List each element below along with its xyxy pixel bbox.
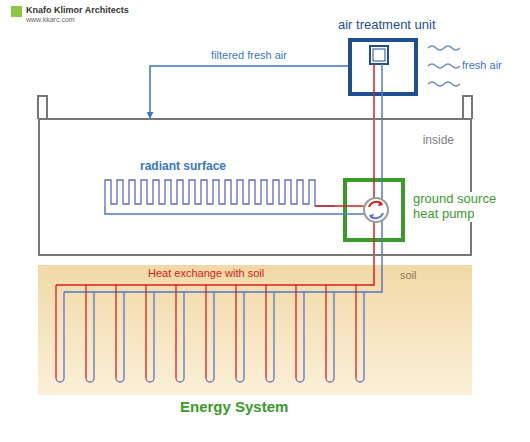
- pump-arrow: [378, 201, 383, 206]
- pump-symbol: [364, 198, 388, 222]
- ground-loop: [176, 378, 184, 382]
- heat-pump-box: ground source heat pump: [343, 178, 405, 242]
- building-rim: [38, 96, 472, 119]
- ground-loop: [356, 378, 364, 382]
- region-label: Heat exchange with soil: [148, 267, 264, 280]
- edge-label: filtered fresh air: [209, 49, 289, 62]
- room-label: inside: [423, 134, 454, 148]
- pipe: [381, 64, 383, 96]
- node-heading: radiant surface: [140, 160, 226, 174]
- connector-group: [374, 96, 382, 178]
- air-label: fresh air: [462, 59, 502, 72]
- pipe: [343, 213, 367, 215]
- node-shape: [347, 182, 401, 238]
- ground-loop: [295, 285, 296, 378]
- logo-url: www.kkarc.com: [26, 16, 75, 24]
- ground-loop: [273, 292, 274, 378]
- ground-loop: [296, 378, 304, 382]
- ground-loop: [355, 285, 356, 378]
- ground-loop: [63, 292, 64, 378]
- ground-loop: [86, 378, 94, 382]
- node-shape: [352, 42, 414, 92]
- pipe-connector: [373, 96, 375, 178]
- return-header: [64, 265, 382, 292]
- supply-pipe: [315, 205, 335, 207]
- ground-loop: [236, 378, 244, 382]
- ground-loop: [326, 378, 334, 382]
- return-pipe: [335, 213, 343, 215]
- diagram-title: Energy System: [180, 398, 288, 415]
- ground-loop: [183, 292, 184, 378]
- node-shape: [38, 265, 472, 395]
- air-duct-arrow: [150, 66, 348, 118]
- ground-loop: [235, 285, 236, 378]
- ground-loop: [325, 285, 326, 378]
- ground-loop: [123, 292, 124, 378]
- connector-group: [374, 242, 382, 265]
- ground-loop: [265, 285, 266, 378]
- coil-pipe: [105, 180, 335, 206]
- node-heading: air treatment unit: [338, 18, 436, 33]
- radiant-surface-coil: radiant surface: [95, 160, 335, 218]
- logo-square: [11, 6, 22, 17]
- pipe: [373, 64, 375, 96]
- connector-group: [335, 206, 343, 214]
- pipe-connector: [373, 242, 375, 265]
- ground-loop: [266, 378, 274, 382]
- pipe-connector: [335, 205, 343, 207]
- fresh-air-waves: [428, 46, 460, 86]
- connector-group: [150, 66, 348, 118]
- ground-loop: [213, 292, 214, 378]
- air-treatment-box: air treatment unit: [348, 38, 418, 96]
- ground-loop: [205, 285, 206, 378]
- ground-loop: [56, 378, 64, 382]
- ground-loop: [363, 292, 364, 378]
- building-outline: radiant surface inside: [38, 118, 472, 256]
- ground-loop: [146, 378, 154, 382]
- ground-loop: [206, 378, 214, 382]
- pipe: [343, 205, 367, 207]
- return-pipe: [381, 96, 383, 178]
- pump-arrow: [369, 202, 382, 207]
- filter-symbol: [373, 49, 385, 61]
- ground-loop: [333, 292, 334, 378]
- pump-arrow: [369, 214, 374, 219]
- ground-loop: [115, 285, 116, 378]
- ground-loop: [145, 285, 146, 378]
- ground-loop: [243, 292, 244, 378]
- supply-header: [56, 265, 374, 285]
- filter-symbol: [370, 46, 388, 64]
- return-pipe: [381, 242, 383, 265]
- ground-loop: [116, 378, 124, 382]
- ground-loop: [175, 285, 176, 378]
- node-heading: ground source heat pump: [411, 192, 511, 222]
- return-pipe: [105, 206, 335, 214]
- ground-loop: [85, 285, 86, 378]
- ground-loop: [153, 292, 154, 378]
- ground-loop: [93, 292, 94, 378]
- ground-loop: [55, 285, 56, 378]
- region-label: soil: [400, 269, 417, 282]
- pump-arrow: [370, 213, 383, 218]
- logo-text: Knafo Klimor Architects: [26, 5, 129, 15]
- soil-band: Heat exchange with soil soil: [38, 265, 472, 395]
- ground-loop: [303, 292, 304, 378]
